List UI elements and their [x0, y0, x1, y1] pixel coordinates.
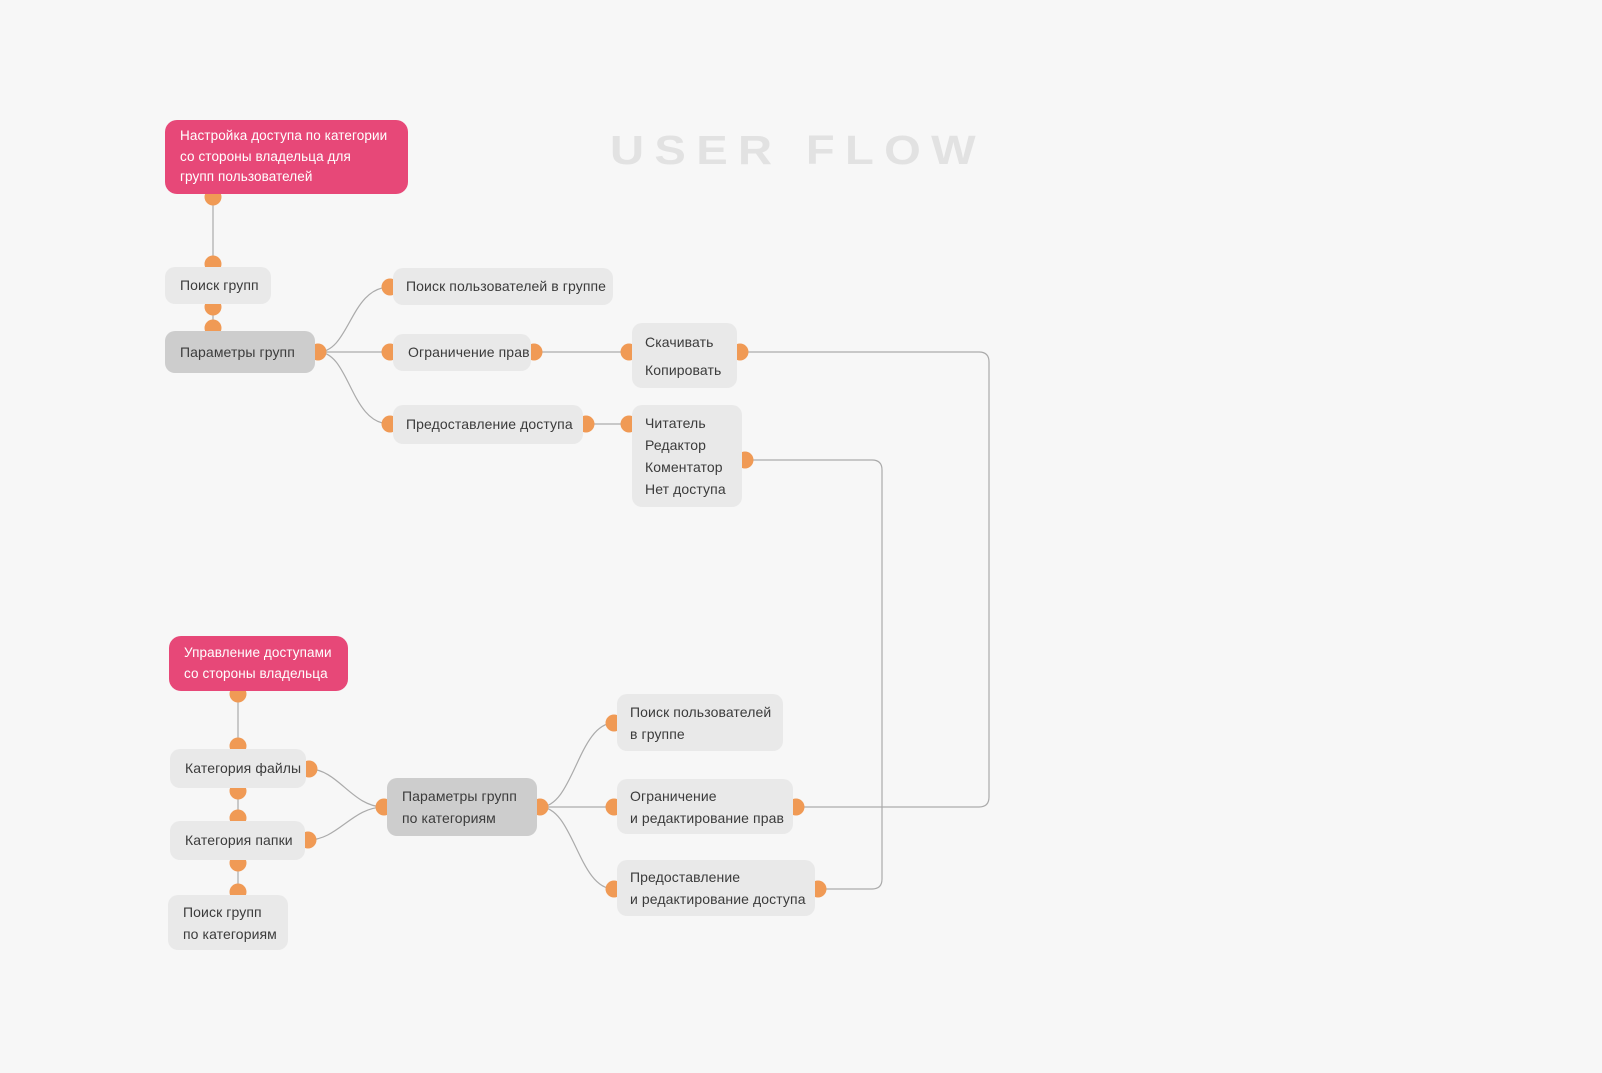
node-group-params: Параметры групп — [165, 331, 315, 373]
node-label-line: со стороны владельца для — [180, 148, 351, 164]
node-rights-restriction: Ограничение прав — [393, 334, 531, 371]
wire — [745, 459, 883, 890]
node-label-line: Редактор — [645, 437, 707, 453]
node-label-line: Читатель — [645, 415, 706, 431]
node-download-copy: Скачивать Копировать — [632, 323, 737, 388]
node-search-groups-by-category: Поиск групп по категориям — [168, 895, 288, 950]
node-category-folders: Категория папки — [170, 821, 305, 860]
node-label-line: со стороны владельца — [184, 665, 328, 681]
node-label: Категория файлы — [185, 760, 302, 776]
node-label-line: Ограничение — [630, 787, 717, 804]
node-label: Параметры групп — [180, 343, 295, 360]
wire — [307, 806, 385, 841]
node-group-params-by-category: Параметры групп по категориям — [387, 778, 537, 836]
node-label-line: Параметры групп — [402, 788, 517, 804]
node-label-line: Нет доступа — [645, 481, 726, 497]
wire — [740, 351, 990, 808]
node-label-line: Управление доступами — [184, 645, 332, 660]
wire — [539, 722, 615, 808]
node-label: Ограничение прав — [408, 344, 530, 360]
node-label-line: Коментатор — [645, 459, 723, 475]
node-category-files: Категория файлы — [170, 749, 306, 788]
node-access-roles: Читатель Редактор Коментатор Нет доступа — [632, 405, 742, 507]
node-restriction-and-edit-rights: Ограничение и редактирование прав — [617, 779, 793, 834]
wire — [539, 806, 615, 890]
node-label-line: по категориям — [183, 925, 277, 942]
node-label-line: Скачивать — [645, 333, 714, 350]
node-label-line: групп пользователей — [180, 169, 313, 185]
node-label: Поиск групп — [180, 277, 259, 293]
node-grant-and-edit-access: Предоставление и редактирование доступа — [617, 860, 815, 916]
node-label: Категория папки — [185, 832, 293, 848]
node-flow2-title: Управление доступами со стороны владельц… — [169, 636, 348, 691]
node-search-users-in-group-2: Поиск пользователей в группе — [617, 694, 783, 751]
node-label-line: и редактирование прав — [630, 809, 785, 826]
node-label-line: Копировать — [645, 361, 722, 378]
wire — [308, 768, 385, 808]
node-grant-access: Предоставление доступа — [393, 405, 583, 444]
node-label-line: Поиск групп — [183, 903, 262, 920]
wire — [317, 286, 391, 353]
node-label: Предоставление доступа — [406, 416, 573, 432]
node-label-line: Поиск пользователей — [630, 703, 772, 720]
watermark-title: USER FLOW — [610, 127, 987, 173]
node-label: Поиск пользователей в группе — [406, 278, 607, 294]
node-label-line: и редактирование доступа — [630, 891, 806, 907]
node-label-line: Настройка доступа по категории — [180, 128, 388, 144]
node-label-line: по категориям — [402, 810, 496, 826]
node-label-line: Предоставление — [630, 869, 741, 885]
wire — [317, 351, 391, 425]
node-label-line: в группе — [630, 725, 685, 742]
node-flow1-title: Настройка доступа по категории со сторон… — [165, 120, 408, 194]
node-search-users-in-group: Поиск пользователей в группе — [393, 268, 613, 305]
node-search-groups: Поиск групп — [165, 267, 271, 304]
